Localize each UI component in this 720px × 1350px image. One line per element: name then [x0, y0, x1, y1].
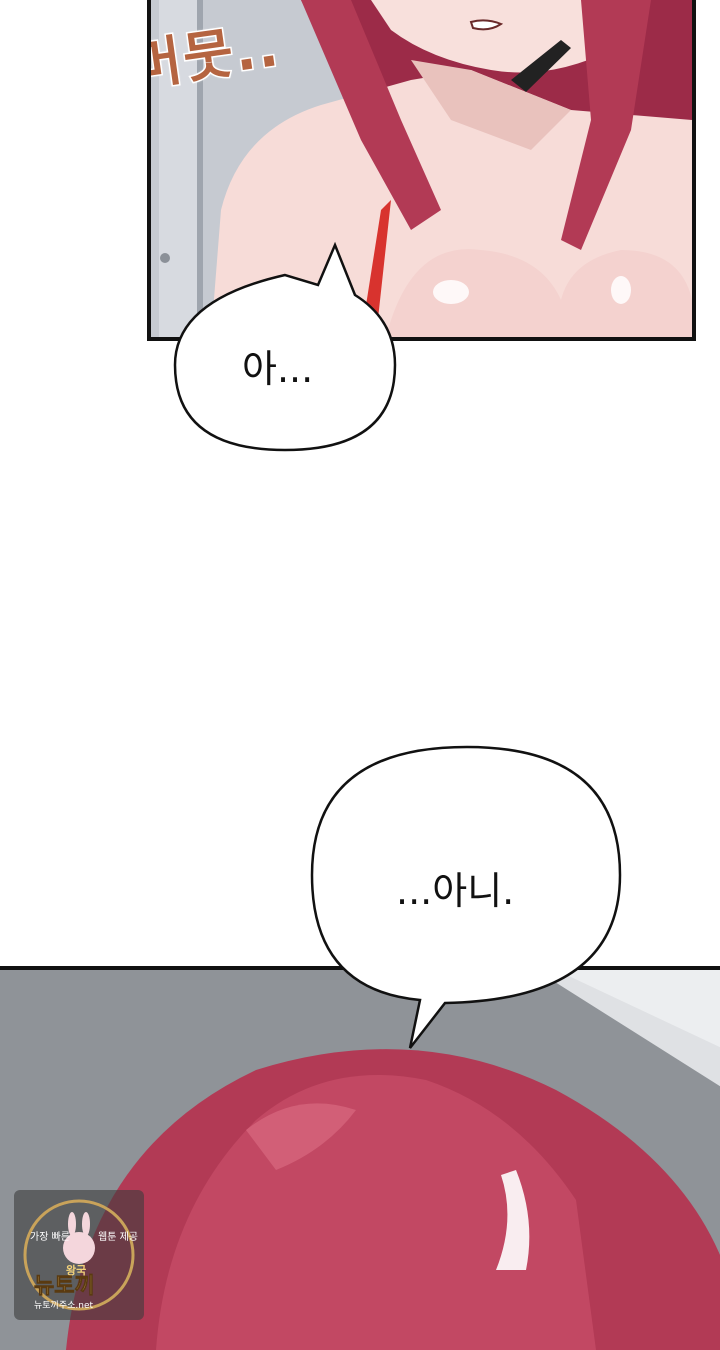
svg-text:왕국: 왕국 [66, 1263, 86, 1277]
door-knob [160, 253, 170, 263]
door-edge [197, 0, 203, 337]
mouth [469, 19, 504, 31]
neck-shadow [411, 60, 571, 150]
highlight-left [433, 280, 469, 304]
svg-text:웹툰 제공: 웹툰 제공 [98, 1231, 138, 1243]
hair-shine [246, 1103, 356, 1170]
hair-strand-left [301, 0, 441, 230]
choker [511, 40, 571, 92]
chest [386, 249, 692, 337]
bubble-1-text: 아... [242, 347, 314, 391]
svg-text:뉴토끼주소.net: 뉴토끼주소.net [34, 1300, 94, 1311]
svg-text:가장 빠른: 가장 빠른 [30, 1231, 70, 1243]
hair-strand-right [561, 0, 651, 250]
highlight-right [611, 276, 631, 304]
hair-pin [496, 1170, 530, 1270]
watermark: 가장 빠른 웹툰 제공 왕국 뉴토끼 뉴토끼주소.net [14, 1190, 144, 1320]
bubble-2-text: ...아니. [396, 869, 515, 913]
watermark-seal-icon: 가장 빠른 웹툰 제공 왕국 뉴토끼 뉴토끼주소.net [23, 1199, 138, 1311]
svg-text:뉴토끼: 뉴토끼 [34, 1274, 95, 1299]
rabbit-icon [63, 1232, 95, 1264]
top-panel: 머뭇.. [147, 0, 696, 341]
